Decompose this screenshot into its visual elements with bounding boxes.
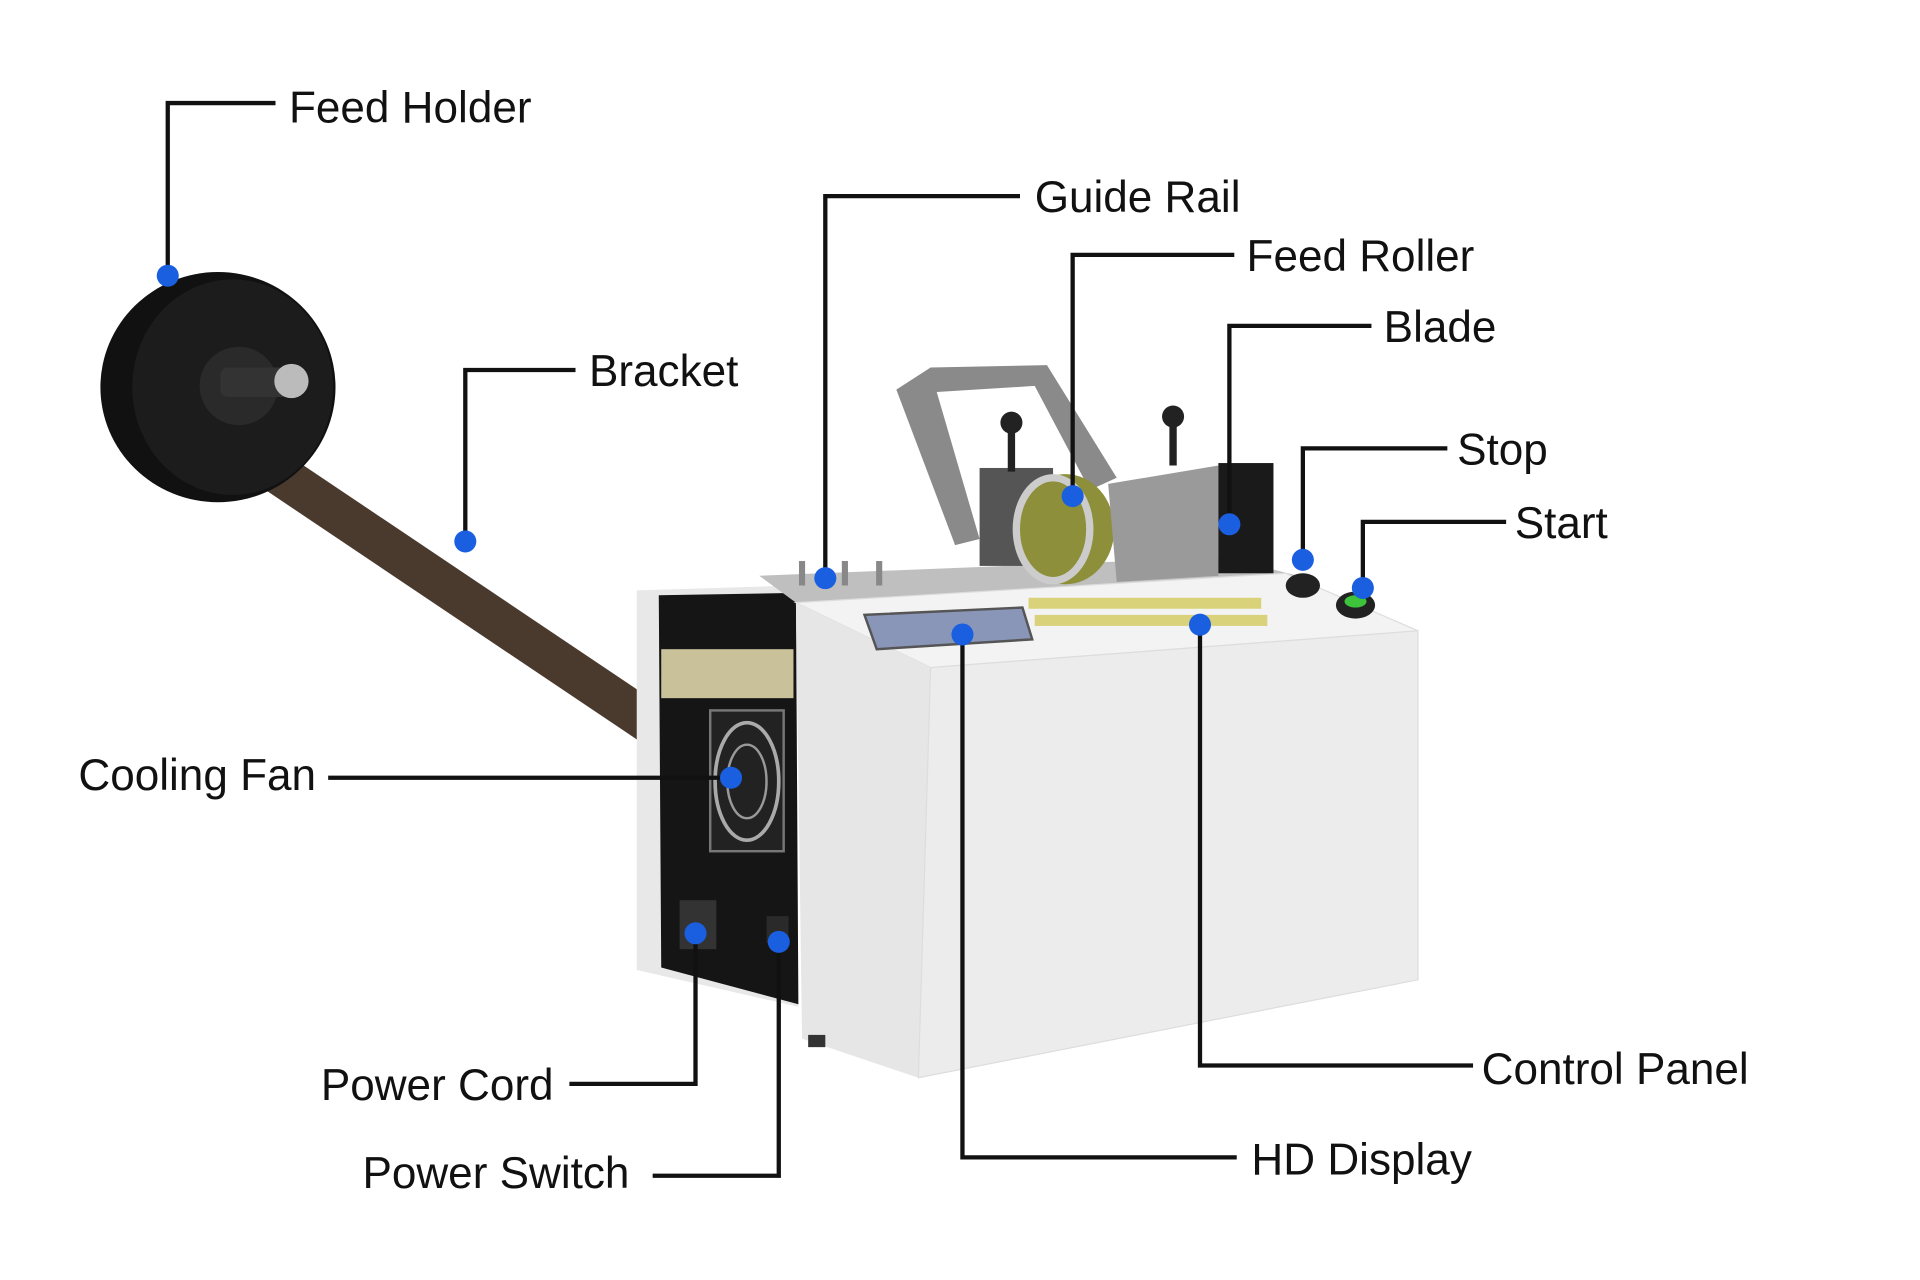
power-switch-marker xyxy=(767,930,790,953)
button-panel xyxy=(1028,597,1268,626)
machine-illustration xyxy=(100,272,1419,1079)
power-switch-leader xyxy=(652,941,781,1178)
power-cord-marker xyxy=(684,922,707,945)
feed-holder-reel xyxy=(100,272,336,503)
feed-roller-label: Feed Roller xyxy=(1247,232,1475,281)
stop-label: Stop xyxy=(1457,425,1548,474)
top-mechanism xyxy=(759,365,1298,603)
power-cord-label: Power Cord xyxy=(321,1061,554,1110)
feed-holder-marker xyxy=(156,264,179,287)
bracket-marker xyxy=(454,530,477,553)
hd-display-marker xyxy=(951,623,974,646)
callouts: Feed Holder Guide Rail Feed Roller Blade… xyxy=(78,84,1748,1198)
display-screen xyxy=(862,606,1034,651)
blade-leader xyxy=(1227,323,1372,525)
start-leader xyxy=(1360,519,1507,588)
control-panel-label: Control Panel xyxy=(1482,1045,1749,1094)
bracket-arm xyxy=(263,454,679,753)
fan-grille xyxy=(708,709,785,853)
control-panel-marker xyxy=(1188,613,1212,636)
feed-holder-label: Feed Holder xyxy=(289,84,532,133)
blade-marker xyxy=(1218,513,1241,536)
start-marker xyxy=(1351,576,1374,599)
cooling-fan-label: Cooling Fan xyxy=(78,751,316,800)
power-cord-leader xyxy=(569,933,698,1087)
feed-roller-leader xyxy=(1070,252,1235,497)
bracket-label: Bracket xyxy=(589,347,738,396)
power-switch-label: Power Switch xyxy=(362,1149,629,1198)
guide-rail-leader xyxy=(823,193,1020,579)
cooling-fan-marker xyxy=(720,766,743,789)
guide-rail-marker xyxy=(814,567,837,590)
stop-marker xyxy=(1291,548,1314,571)
guide-rail-label: Guide Rail xyxy=(1035,173,1241,222)
stop-leader xyxy=(1300,446,1448,560)
feed-holder-leader xyxy=(165,100,276,276)
hd-display-leader xyxy=(960,634,1237,1160)
bracket-leader xyxy=(463,367,576,542)
blade-label: Blade xyxy=(1384,303,1497,352)
feed-roller-marker xyxy=(1061,485,1084,508)
control-panel-leader xyxy=(1197,624,1474,1068)
stop-button xyxy=(1285,573,1320,598)
start-label: Start xyxy=(1515,499,1608,548)
hd-display-label: HD Display xyxy=(1251,1135,1471,1184)
